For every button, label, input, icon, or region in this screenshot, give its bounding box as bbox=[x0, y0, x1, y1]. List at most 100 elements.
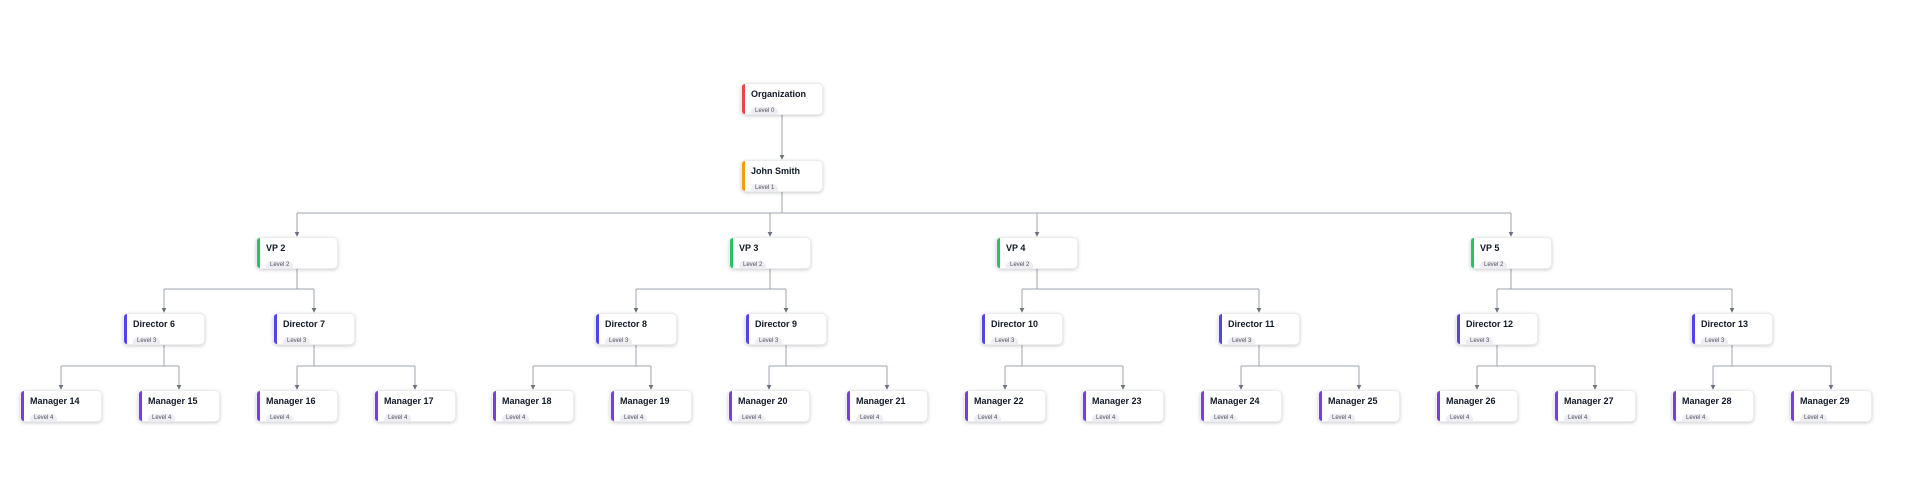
node-accent-bar bbox=[375, 391, 378, 421]
connector-trunk bbox=[636, 269, 786, 290]
node-accent-bar bbox=[1692, 314, 1695, 344]
node-level-badge: Level 4 bbox=[148, 414, 176, 421]
node-level-badge: Level 3 bbox=[991, 337, 1019, 344]
node-title: Manager 24 bbox=[1210, 396, 1260, 406]
node-title: Manager 28 bbox=[1682, 396, 1732, 406]
connector-trunk bbox=[1713, 345, 1831, 367]
node-level-badge: Level 4 bbox=[1092, 414, 1120, 421]
connector-trunk bbox=[297, 345, 415, 367]
node-title: Director 10 bbox=[991, 319, 1039, 329]
node-accent-bar bbox=[1201, 391, 1204, 421]
node-accent-bar bbox=[997, 238, 1000, 268]
node-title: John Smith bbox=[751, 166, 800, 176]
node-title: VP 2 bbox=[266, 243, 286, 253]
node-accent-bar bbox=[611, 391, 614, 421]
node-body: Manager 19 Level 4 bbox=[614, 391, 674, 421]
node-level-badge: Level 0 bbox=[751, 107, 779, 114]
node-level-badge: Level 3 bbox=[133, 337, 161, 344]
node-body: Manager 15 Level 4 bbox=[142, 391, 202, 421]
node-level-badge: Level 3 bbox=[755, 337, 783, 344]
org-node-d10[interactable]: Director 10 Level 3 bbox=[981, 313, 1063, 345]
connector-trunk bbox=[1241, 345, 1359, 367]
node-title: Manager 23 bbox=[1092, 396, 1142, 406]
node-accent-bar bbox=[1471, 238, 1474, 268]
node-level-badge: Level 2 bbox=[739, 261, 767, 268]
node-accent-bar bbox=[1791, 391, 1794, 421]
node-level-badge: Level 4 bbox=[974, 414, 1002, 421]
node-level-badge: Level 2 bbox=[266, 261, 294, 268]
node-level-badge: Level 3 bbox=[1228, 337, 1256, 344]
org-node-m19[interactable]: Manager 19 Level 4 bbox=[610, 390, 692, 422]
node-accent-bar bbox=[139, 391, 142, 421]
node-accent-bar bbox=[1083, 391, 1086, 421]
node-accent-bar bbox=[257, 391, 260, 421]
org-node-m23[interactable]: Manager 23 Level 4 bbox=[1082, 390, 1164, 422]
node-title: Manager 21 bbox=[856, 396, 906, 406]
node-level-badge: Level 4 bbox=[1446, 414, 1474, 421]
node-level-badge: Level 4 bbox=[266, 414, 294, 421]
org-node-d9[interactable]: Director 9 Level 3 bbox=[745, 313, 827, 345]
node-accent-bar bbox=[746, 314, 749, 344]
node-accent-bar bbox=[742, 84, 745, 114]
node-title: Director 8 bbox=[605, 319, 648, 329]
node-level-badge: Level 3 bbox=[605, 337, 633, 344]
node-level-badge: Level 4 bbox=[620, 414, 648, 421]
node-level-badge: Level 4 bbox=[1328, 414, 1356, 421]
node-body: Manager 23 Level 4 bbox=[1086, 391, 1146, 421]
node-accent-bar bbox=[1219, 314, 1222, 344]
node-body: VP 2 Level 2 bbox=[260, 238, 297, 268]
org-node-m22[interactable]: Manager 22 Level 4 bbox=[964, 390, 1046, 422]
node-level-badge: Level 4 bbox=[1800, 414, 1828, 421]
node-title: Manager 15 bbox=[148, 396, 198, 406]
org-node-vp2[interactable]: VP 2 Level 2 bbox=[256, 237, 338, 269]
connector-trunk bbox=[1005, 345, 1123, 367]
org-node-d8[interactable]: Director 8 Level 3 bbox=[595, 313, 677, 345]
node-title: VP 4 bbox=[1006, 243, 1026, 253]
node-accent-bar bbox=[493, 391, 496, 421]
node-body: Director 9 Level 3 bbox=[749, 314, 801, 344]
node-title: Manager 22 bbox=[974, 396, 1024, 406]
node-accent-bar bbox=[274, 314, 277, 344]
node-accent-bar bbox=[1437, 391, 1440, 421]
node-title: Manager 19 bbox=[620, 396, 670, 406]
org-node-m15[interactable]: Manager 15 Level 4 bbox=[138, 390, 220, 422]
node-title: Director 9 bbox=[755, 319, 798, 329]
